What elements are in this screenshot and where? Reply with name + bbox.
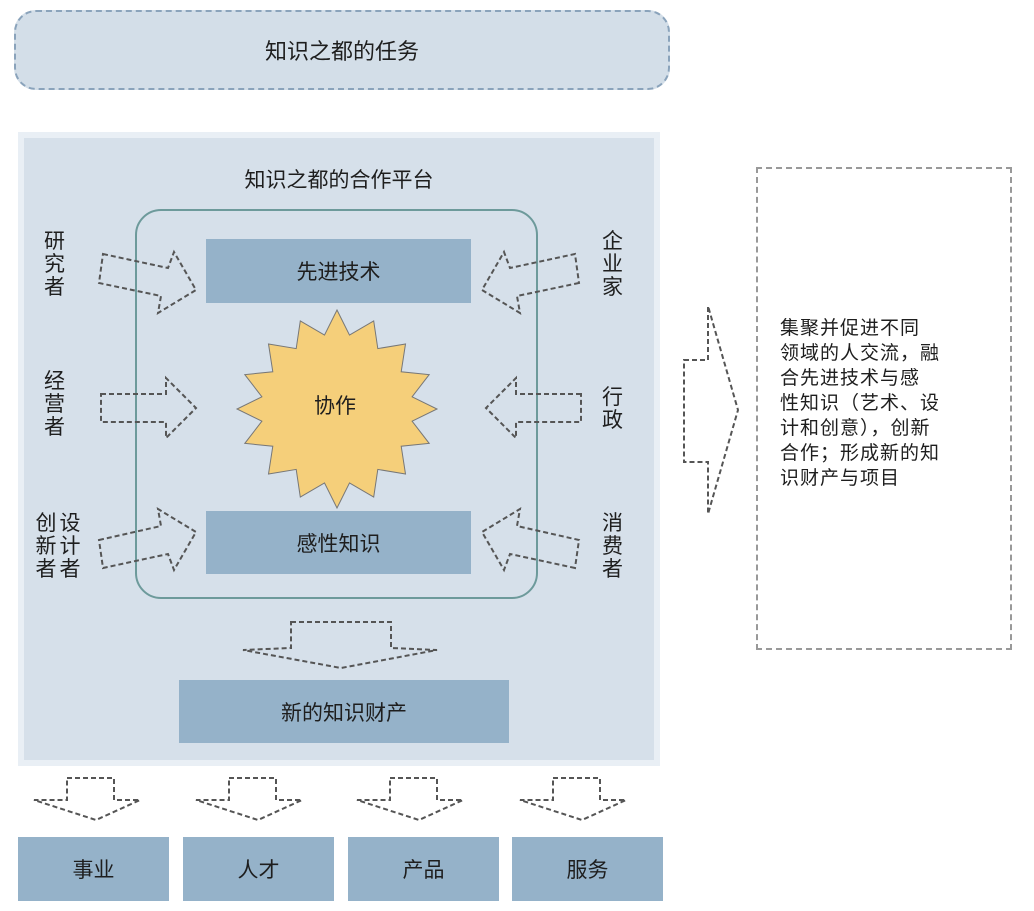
label-managers-char: 者: [44, 415, 65, 439]
label-designers-col1: 创 新 者: [34, 512, 58, 581]
advanced-tech-label: 先进技术: [296, 260, 381, 284]
side-note-line: 性知识（艺术、设: [780, 392, 941, 414]
label-entrepreneurs: 企 业 家: [602, 230, 623, 299]
label-designers-char: 设: [59, 511, 81, 535]
outcome-products: 产品: [348, 837, 499, 901]
perceptual-knowledge-box: 感性知识: [206, 511, 471, 574]
inner-frame: [135, 209, 538, 599]
label-designers-char: 计: [59, 534, 81, 558]
outcome-talent-label: 人才: [237, 858, 280, 882]
arrow-to-products: [356, 777, 464, 822]
arrow-entrepreneurs: [480, 249, 581, 315]
label-designers-char: 新: [35, 534, 57, 558]
arrow-consumers: [480, 507, 581, 573]
label-consumers-char: 者: [602, 557, 623, 581]
arrow-researchers: [97, 249, 198, 315]
perceptual-knowledge-label: 感性知识: [296, 531, 381, 556]
outcome-services-label: 服务: [566, 858, 609, 882]
outcome-products-label: 产品: [402, 858, 445, 882]
arrow-managers: [100, 375, 198, 441]
side-note-box: [756, 167, 1012, 650]
label-administration-char: 行: [602, 385, 623, 409]
collaboration-label: 协作: [314, 394, 356, 418]
side-note-line: 合先进技术与感: [780, 367, 921, 389]
label-researchers-char: 究: [44, 252, 65, 276]
arrow-to-side-note: [683, 305, 740, 515]
label-entrepreneurs-char: 家: [602, 275, 623, 299]
side-note-line: 识财产与项目: [780, 467, 901, 489]
collaboration-star: [235, 308, 439, 510]
label-researchers: 研 究 者: [44, 230, 65, 299]
mission-banner: 知识之都的任务: [14, 10, 670, 90]
arrow-designers: [97, 507, 198, 573]
arrow-to-talent: [195, 777, 303, 822]
label-administration: 行 政: [602, 386, 623, 432]
label-designers-char: 者: [59, 557, 81, 581]
arrow-to-services: [519, 777, 627, 822]
label-designers-char: 创: [35, 511, 57, 535]
arrow-to-business: [33, 777, 141, 822]
label-designers-char: 者: [35, 557, 57, 581]
arrow-administration: [484, 375, 582, 441]
mission-label: 知识之都的任务: [264, 40, 419, 65]
label-managers-char: 经: [44, 369, 65, 393]
outcome-business-label: 事业: [72, 858, 115, 882]
platform-title: 知识之都的合作平台: [244, 168, 434, 192]
new-ip-box: 新的知识财产: [179, 680, 509, 743]
new-ip-label: 新的知识财产: [281, 700, 407, 725]
label-researchers-char: 研: [44, 229, 65, 253]
outcome-business: 事业: [18, 837, 169, 901]
side-note-text: 集聚并促进不同 领域的人交流，融 合先进技术与感 性知识（艺术、设 计和创意），…: [780, 316, 990, 491]
label-entrepreneurs-char: 企: [602, 229, 623, 253]
label-managers: 经 营 者: [44, 370, 65, 439]
label-consumers: 消 费 者: [602, 512, 623, 581]
side-note-line: 计和创意），创新: [780, 417, 931, 439]
outcome-talent: 人才: [183, 837, 334, 901]
side-note-line: 集聚并促进不同: [780, 317, 921, 339]
label-administration-char: 政: [602, 408, 623, 432]
label-designers: 创 新 者 设 计 者: [30, 512, 86, 581]
outcome-services: 服务: [512, 837, 663, 901]
label-consumers-char: 消: [602, 511, 623, 535]
advanced-tech-box: 先进技术: [206, 239, 471, 303]
label-designers-col2: 设 计 者: [58, 512, 82, 581]
side-note-line: 领域的人交流，融: [780, 342, 941, 364]
label-consumers-char: 费: [602, 534, 623, 558]
label-managers-char: 营: [44, 392, 65, 416]
label-entrepreneurs-char: 业: [602, 252, 623, 276]
side-note-line: 合作；形成新的知: [780, 442, 941, 464]
arrow-to-new-ip: [242, 621, 438, 670]
label-researchers-char: 者: [44, 275, 65, 299]
